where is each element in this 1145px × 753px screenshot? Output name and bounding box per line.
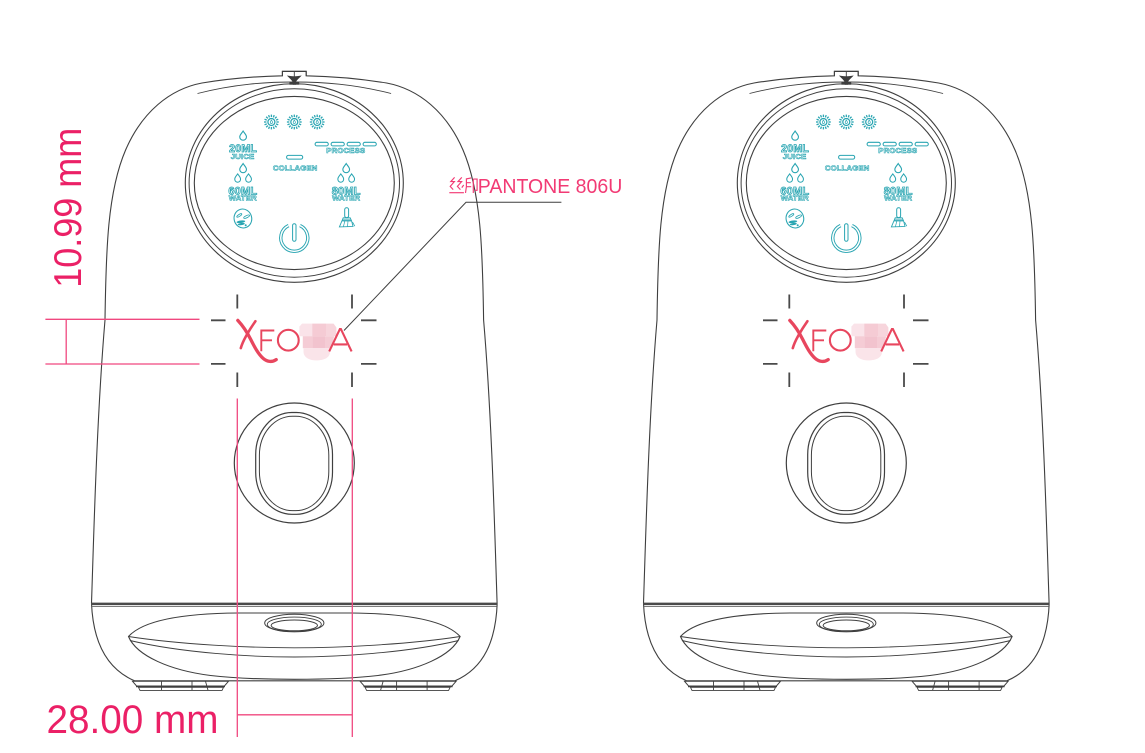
svg-text:PANTONE 806U: PANTONE 806U [478,175,623,198]
svg-text:28.00 mm: 28.00 mm [47,698,219,742]
svg-text:10.99 mm: 10.99 mm [47,128,90,288]
